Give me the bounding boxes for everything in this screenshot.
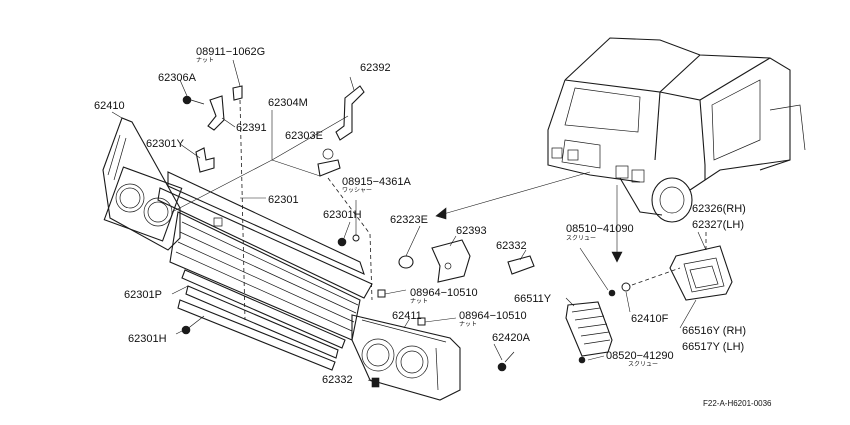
screw-08520 (578, 356, 586, 364)
label-08964-10510-b: 08964−10510 (459, 310, 527, 322)
label-62332-top: 62332 (496, 240, 527, 252)
arrow-to-headlamp-housing (611, 251, 623, 263)
label-62391: 62391 (236, 122, 267, 134)
label-62420A: 62420A (492, 332, 530, 344)
label-62326-rh: 62326(RH) (692, 203, 746, 215)
label-62306A: 62306A (158, 72, 196, 84)
figure-code: F22-A-H6201-0036 (703, 399, 772, 408)
lamp-housing-66516Y (669, 245, 733, 301)
label-08911-1062G: 08911−1062G (196, 46, 266, 58)
screw-08510 (608, 289, 616, 297)
label-62303E: 62303E (285, 130, 323, 142)
label-62301: 62301 (268, 194, 299, 206)
label-62301H-bottom: 62301H (128, 333, 167, 345)
label-62301Y: 62301Y (146, 138, 184, 150)
label-66511Y: 66511Y (514, 293, 552, 305)
stay-62393 (431, 239, 471, 283)
label-62327-lh: 62327(LH) (692, 219, 744, 231)
label-62411: 62411 (392, 310, 422, 322)
bolt-62306A (182, 95, 192, 105)
bracket-62391 (207, 95, 225, 131)
leader-lines (111, 59, 707, 383)
label-62323E: 62323E (390, 214, 428, 226)
label-62301P: 62301P (124, 289, 162, 301)
screw-62420A (497, 362, 507, 372)
nut-08964-a (377, 289, 386, 298)
label-62392: 62392 (360, 62, 391, 74)
label-08510-sub: スクリュー (566, 236, 597, 242)
label-08915-sub: ワッシャー (342, 188, 373, 194)
bolt-62301H-bottom (181, 325, 191, 335)
label-62304M: 62304M (268, 97, 308, 109)
label-66516Y-rh: 66516Y (RH) (682, 325, 746, 337)
label-08510-41090: 08510−41090 (566, 223, 634, 235)
nut-08911 (232, 85, 243, 101)
label-08520-sub: スクリュー (628, 362, 659, 368)
arrow-to-grille-bracket (439, 171, 591, 216)
clip-62332-bottom (371, 377, 380, 388)
label-08964-a-sub: ナット (410, 299, 429, 305)
label-08911-sub: ナット (196, 58, 215, 64)
label-66517Y-lh: 66517Y (LH) (682, 341, 745, 353)
louver-66511Y (565, 301, 613, 357)
label-08915-4361A: 08915−4361A (342, 176, 411, 188)
grille-slat-middle (185, 285, 339, 359)
grille-slat-lower (177, 299, 336, 371)
clip-62303E (317, 159, 341, 177)
grille-slat-upper (181, 269, 346, 349)
label-08964-10510-a: 08964−10510 (410, 287, 478, 299)
label-08520-41290: 08520−41290 (606, 350, 674, 362)
label-62301H-top: 62301H (323, 209, 362, 221)
grommet-62410F (621, 282, 631, 292)
label-62410: 62410 (94, 100, 125, 112)
bolt-62301H-top (337, 237, 347, 247)
label-62410F: 62410F (631, 313, 669, 325)
right-headlamp-bezel (351, 314, 461, 401)
label-62393: 62393 (456, 225, 487, 237)
label-08964-b-sub: ナット (459, 322, 478, 328)
cushion-62323E (398, 255, 414, 269)
nut-08964-b (417, 317, 426, 326)
label-62332-bottom: 62332 (322, 374, 353, 386)
truck-cab-illustration (547, 37, 806, 223)
seal-62332-top (507, 255, 535, 275)
clip-62301Y (195, 147, 215, 173)
stay-62392 (335, 85, 365, 141)
